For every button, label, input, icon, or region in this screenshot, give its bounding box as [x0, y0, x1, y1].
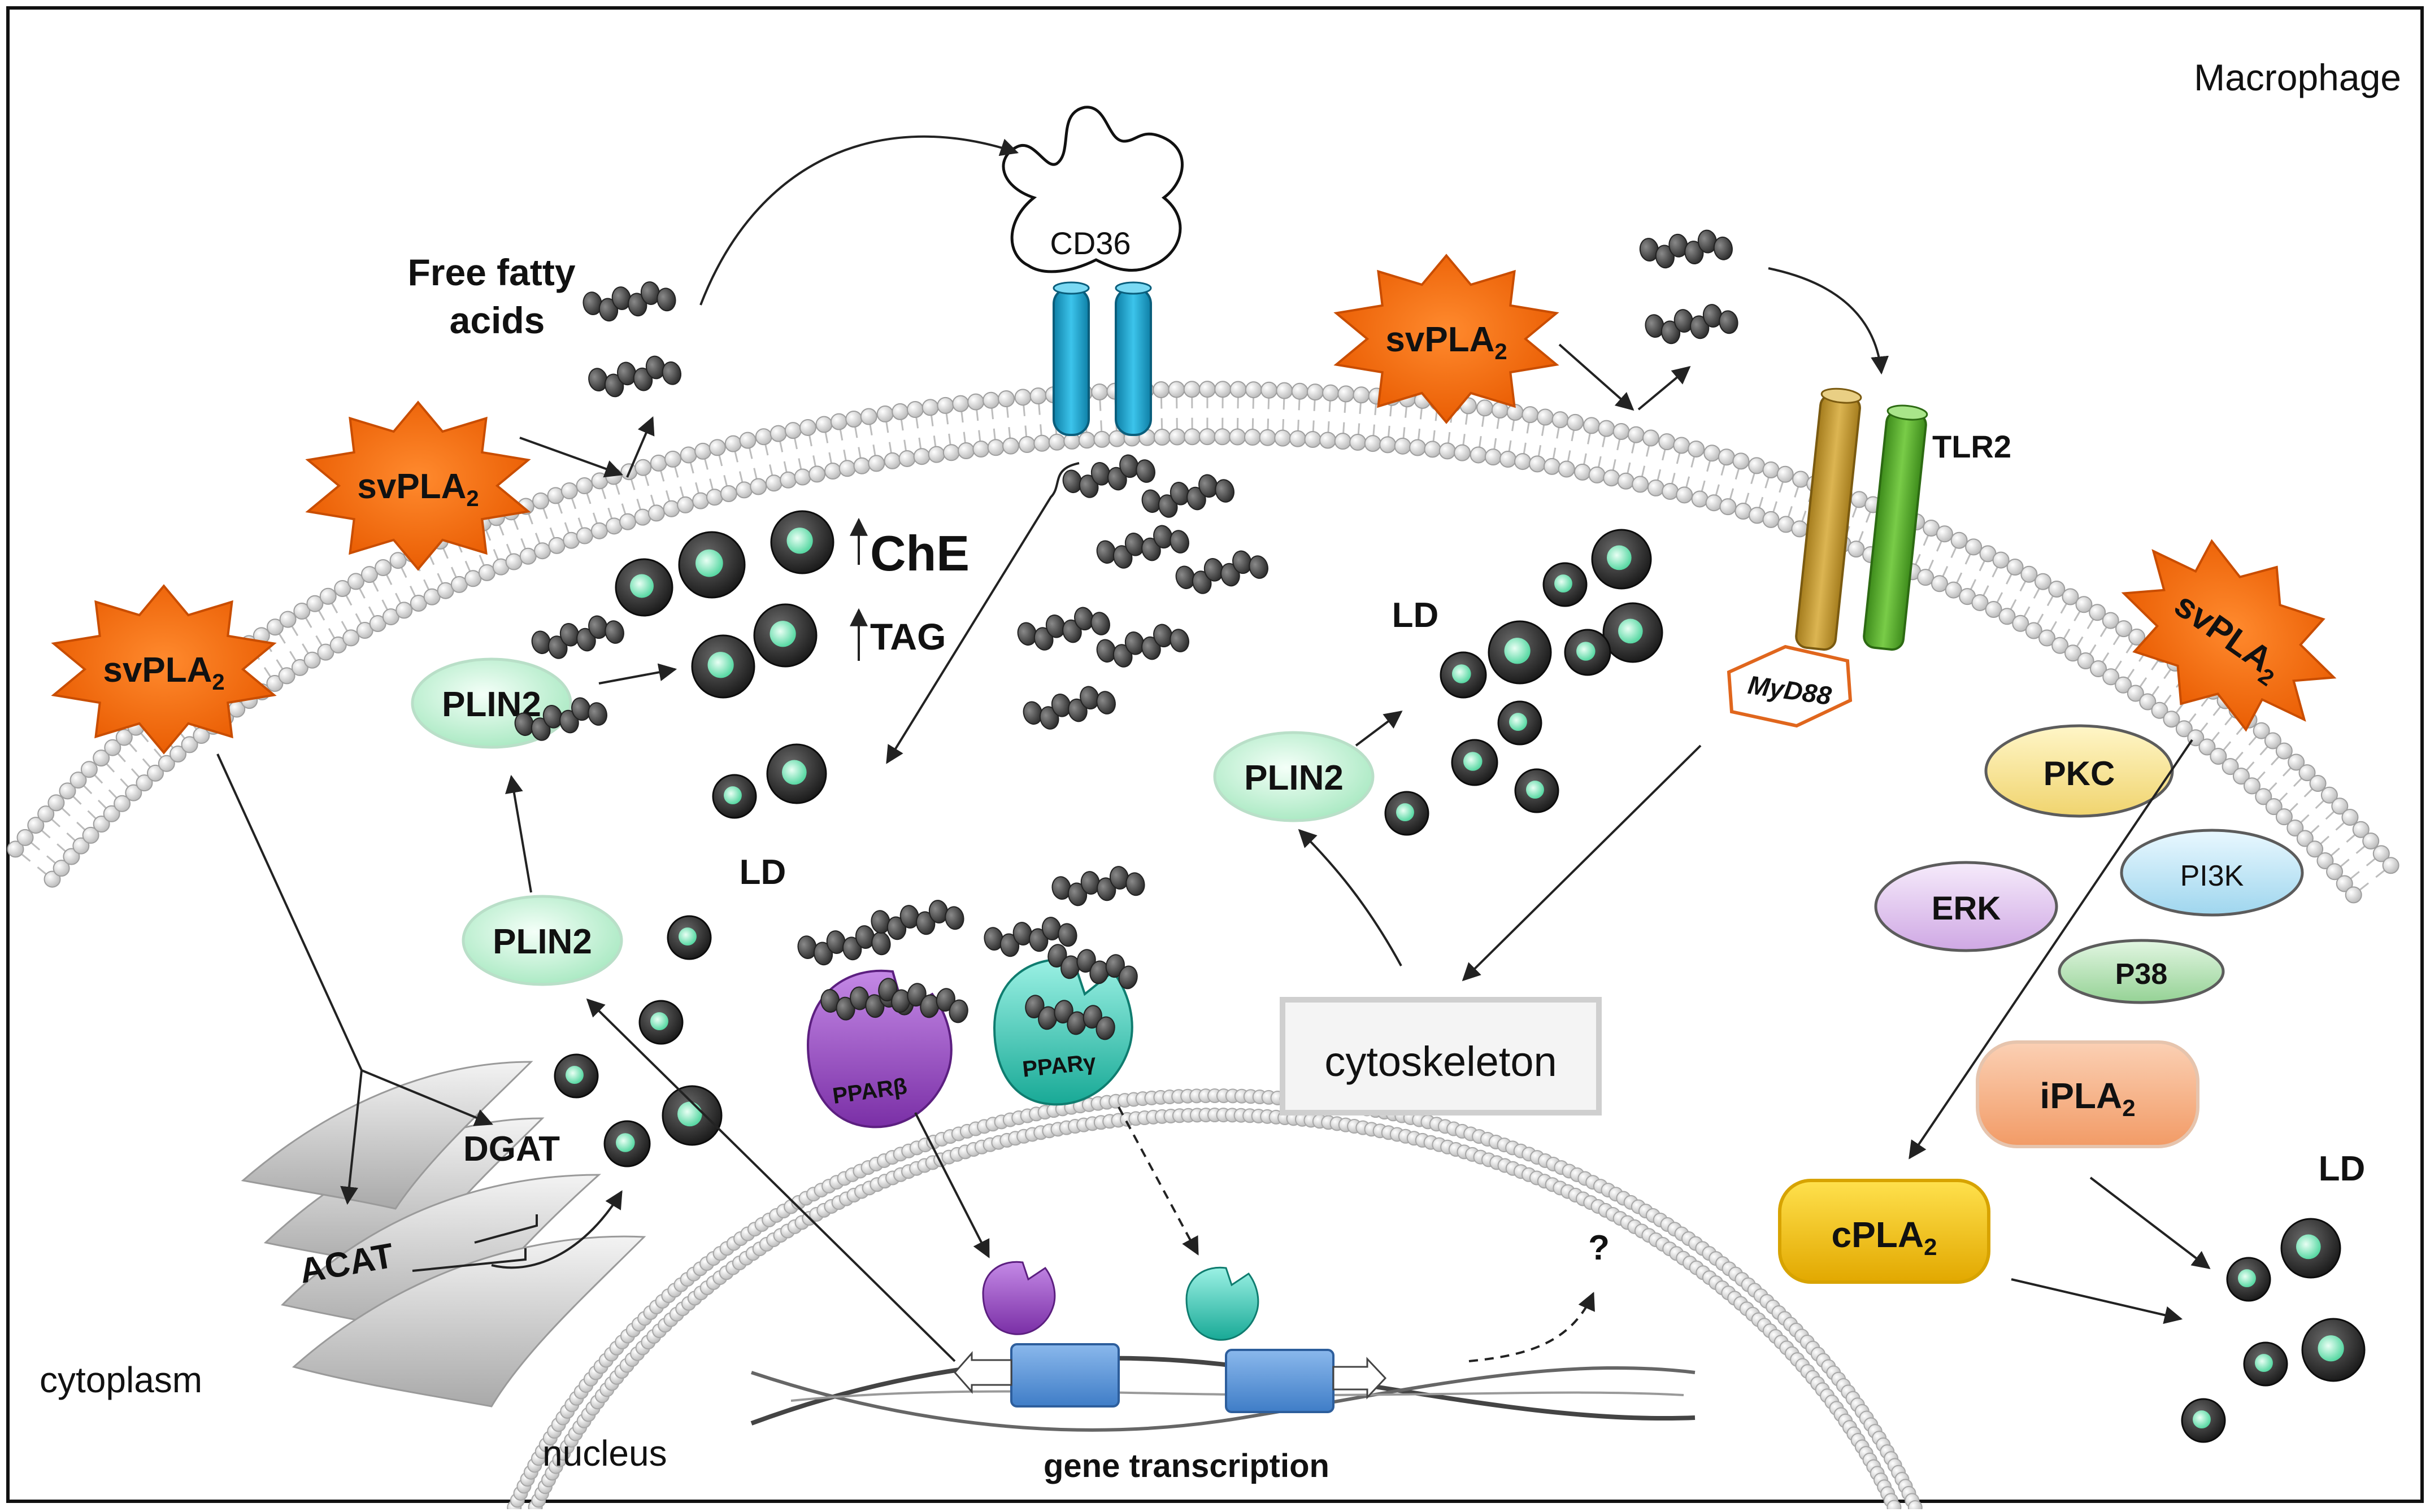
pkc-label: PKC: [2044, 755, 2115, 792]
lipid-droplet: [1544, 563, 1586, 606]
gene-box-1: [1011, 1344, 1119, 1406]
cytoplasm-label: cytoplasm: [40, 1360, 202, 1400]
lipid-droplet: [713, 775, 756, 818]
lipid-droplet: [1565, 630, 1610, 675]
gene-transcription-label: gene transcription: [1044, 1448, 1329, 1484]
ipla2-label: iPLA2: [2040, 1075, 2135, 1121]
lipid-droplet: [2302, 1319, 2364, 1381]
lipid-droplet: [1515, 769, 1558, 812]
tag-label: TAG: [870, 616, 946, 657]
svpla2-star-1-label: svPLA2: [357, 467, 479, 511]
che-label: ChE: [870, 525, 970, 581]
lipid-droplet: [2281, 1219, 2340, 1278]
svpla2-star-3-label: svPLA2: [1385, 320, 1507, 364]
free-fatty-acids-label-1: Free fatty: [407, 251, 575, 293]
macrophage-label: Macrophage: [2194, 56, 2401, 98]
lipid-droplet: [1452, 740, 1497, 785]
ld-label-3: LD: [2319, 1149, 2366, 1188]
lipid-droplet: [767, 744, 826, 803]
lipid-droplet: [692, 635, 754, 698]
lipid-droplet: [668, 916, 711, 959]
lipid-droplet: [1603, 603, 1662, 662]
free-fatty-acids-label-2: acids: [450, 299, 545, 341]
lipid-droplet: [2182, 1399, 2225, 1442]
lipid-droplet: [1498, 701, 1541, 744]
pi3k-label: PI3K: [2180, 860, 2244, 892]
lipid-droplet: [771, 511, 833, 573]
cd36-label: CD36: [1050, 225, 1131, 261]
cytoskeleton-label: cytoskeleton: [1324, 1038, 1557, 1085]
bound-ppar-beta-icon: [983, 1262, 1055, 1334]
bound-ppar-gamma-icon: [1186, 1267, 1258, 1340]
cpla2-label: cPLA2: [1832, 1214, 1937, 1260]
unknown-target-label: ?: [1588, 1228, 1610, 1267]
erk-label: ERK: [1932, 890, 2001, 927]
lipid-droplet: [754, 604, 816, 666]
lipid-droplet: [1592, 530, 1651, 589]
lipid-droplet: [605, 1121, 650, 1166]
p38-label: P38: [2115, 958, 2168, 991]
ld-label-2: LD: [1392, 596, 1439, 635]
lipid-droplet: [1489, 621, 1551, 683]
ld-label-1: LD: [740, 853, 786, 892]
dgat-label: DGAT: [463, 1130, 560, 1169]
lipid-droplet: [555, 1055, 598, 1097]
lipid-droplet: [663, 1086, 721, 1145]
lipid-droplet: [2244, 1343, 2287, 1385]
plin2-label-2: PLIN2: [493, 922, 592, 961]
lipid-droplet: [2227, 1258, 2270, 1301]
nucleus-label: nucleus: [542, 1433, 667, 1474]
lipid-droplet: [1441, 652, 1486, 698]
lipid-droplet: [616, 559, 672, 616]
plin2-label-3: PLIN2: [1244, 759, 1344, 798]
lipid-droplet: [679, 532, 745, 598]
tlr2-label: TLR2: [1932, 429, 2011, 464]
svpla2-star-2-label: svPLA2: [103, 651, 224, 695]
lipid-droplet: [640, 1001, 683, 1044]
lipid-droplet: [1385, 792, 1428, 835]
gene-box-2: [1226, 1350, 1333, 1412]
cytoskeleton-box: cytoskeleton: [1283, 1000, 1599, 1113]
